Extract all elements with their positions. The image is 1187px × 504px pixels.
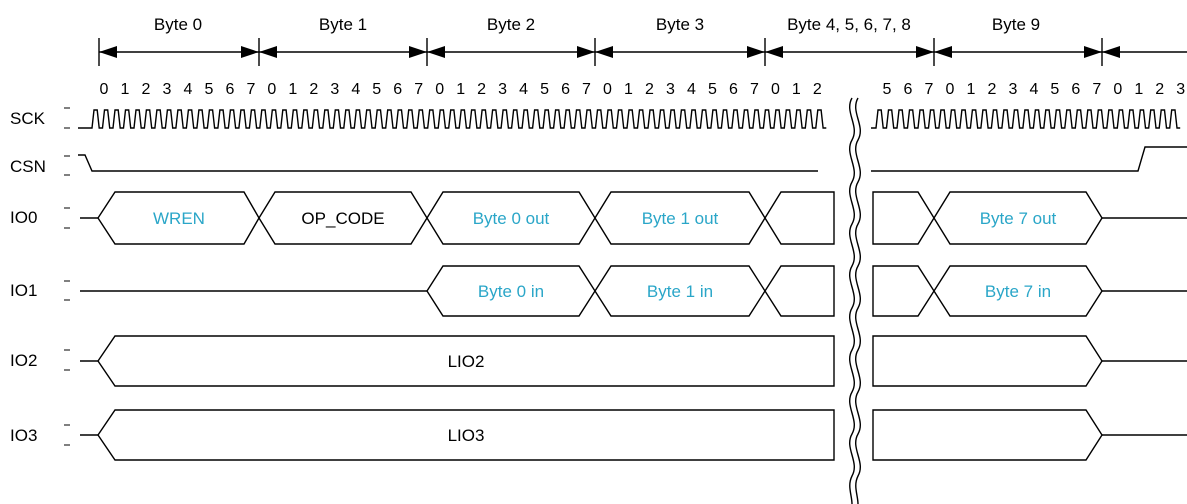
byte-4-8-label: Byte 4, 5, 6, 7, 8 <box>787 15 911 34</box>
left-bit-31: 7 <box>750 81 759 98</box>
right-bit-5: 2 <box>987 81 996 98</box>
byte-2-label: Byte 2 <box>487 15 535 34</box>
io0-byte-7-out-segment: Byte 7 out <box>980 209 1057 228</box>
byte-0-label: Byte 0 <box>154 15 202 34</box>
csn-waveform-left <box>78 154 818 172</box>
left-bit-18: 2 <box>477 81 486 98</box>
io1-byte-7-in-segment: Byte 7 in <box>985 282 1051 301</box>
right-bit-13: 2 <box>1155 81 1164 98</box>
left-bit-12: 4 <box>351 81 360 98</box>
io0-label: IO0 <box>10 208 37 227</box>
sck-waveform-left <box>78 109 827 129</box>
left-bit-16: 0 <box>435 81 444 98</box>
right-bit-9: 6 <box>1071 81 1080 98</box>
io3-waveform <box>80 409 1187 461</box>
csn-label: CSN <box>10 157 46 176</box>
left-bit-6: 6 <box>225 81 234 98</box>
io0-waveform <box>80 191 1187 245</box>
io0-op-code-segment: OP_CODE <box>301 209 384 228</box>
left-bit-17: 1 <box>456 81 465 98</box>
io3-lio3-segment: LIO3 <box>448 426 485 445</box>
left-bit-30: 6 <box>729 81 738 98</box>
left-bit-0: 0 <box>100 81 109 98</box>
io1-label: IO1 <box>10 281 37 300</box>
right-bit-6: 3 <box>1008 81 1017 98</box>
io1-waveform <box>80 265 1187 317</box>
left-bit-2: 2 <box>142 81 151 98</box>
level-markers <box>64 107 70 446</box>
left-bit-28: 4 <box>687 81 696 98</box>
io2-waveform <box>80 335 1187 387</box>
left-bit-26: 2 <box>645 81 654 98</box>
left-bit-5: 5 <box>204 81 213 98</box>
right-bit-1: 6 <box>904 81 913 98</box>
left-bit-8: 0 <box>267 81 276 98</box>
right-bit-2: 7 <box>925 81 934 98</box>
right-bit-12: 1 <box>1134 81 1143 98</box>
left-bit-9: 1 <box>288 81 297 98</box>
left-bit-1: 1 <box>121 81 130 98</box>
byte-1-label: Byte 1 <box>319 15 367 34</box>
left-bit-11: 3 <box>330 81 339 98</box>
left-bit-27: 3 <box>666 81 675 98</box>
io0-byte-1-out-segment: Byte 1 out <box>642 209 719 228</box>
left-bit-33: 1 <box>792 81 801 98</box>
io1-byte-1-in-segment: Byte 1 in <box>647 282 713 301</box>
left-bit-34: 2 <box>813 81 822 98</box>
left-bit-22: 6 <box>561 81 570 98</box>
right-bit-0: 5 <box>883 81 892 98</box>
left-bit-29: 5 <box>708 81 717 98</box>
left-bit-32: 0 <box>771 81 780 98</box>
left-bit-10: 2 <box>309 81 318 98</box>
time-break-marker <box>849 97 861 504</box>
left-bit-15: 7 <box>414 81 423 98</box>
right-bit-11: 0 <box>1113 81 1122 98</box>
left-bit-25: 1 <box>624 81 633 98</box>
right-bit-10: 7 <box>1092 81 1101 98</box>
io1-byte-0-in-segment: Byte 0 in <box>478 282 544 301</box>
sck-label: SCK <box>10 109 46 128</box>
left-bit-4: 4 <box>183 81 192 98</box>
byte-labels: Byte 0 Byte 1 Byte 2 Byte 3 Byte 4, 5, 6… <box>154 15 1040 34</box>
right-bit-8: 5 <box>1050 81 1059 98</box>
right-bit-14: 3 <box>1176 81 1185 98</box>
left-bit-19: 3 <box>498 81 507 98</box>
io0-byte-0-out-segment: Byte 0 out <box>473 209 550 228</box>
io0-wren-segment: WREN <box>153 209 205 228</box>
signal-names: SCK CSN IO0 IO1 IO2 IO3 <box>10 109 46 445</box>
left-bit-14: 6 <box>393 81 402 98</box>
right-bit-4: 1 <box>966 81 975 98</box>
left-bit-21: 5 <box>540 81 549 98</box>
left-bit-23: 7 <box>582 81 591 98</box>
io3-label: IO3 <box>10 426 37 445</box>
right-bit-3: 0 <box>945 81 954 98</box>
sck-waveform-right <box>871 109 1181 129</box>
right-bit-7: 4 <box>1029 81 1038 98</box>
left-bit-7: 7 <box>246 81 255 98</box>
left-bit-13: 5 <box>372 81 381 98</box>
io2-lio2-segment: LIO2 <box>448 352 485 371</box>
left-bit-3: 3 <box>162 81 171 98</box>
csn-waveform-right <box>871 146 1187 172</box>
byte-span-arrows <box>98 38 1187 66</box>
byte-3-label: Byte 3 <box>656 15 704 34</box>
io2-label: IO2 <box>10 351 37 370</box>
left-bit-24: 0 <box>603 81 612 98</box>
byte-9-label: Byte 9 <box>992 15 1040 34</box>
left-bit-20: 4 <box>519 81 528 98</box>
